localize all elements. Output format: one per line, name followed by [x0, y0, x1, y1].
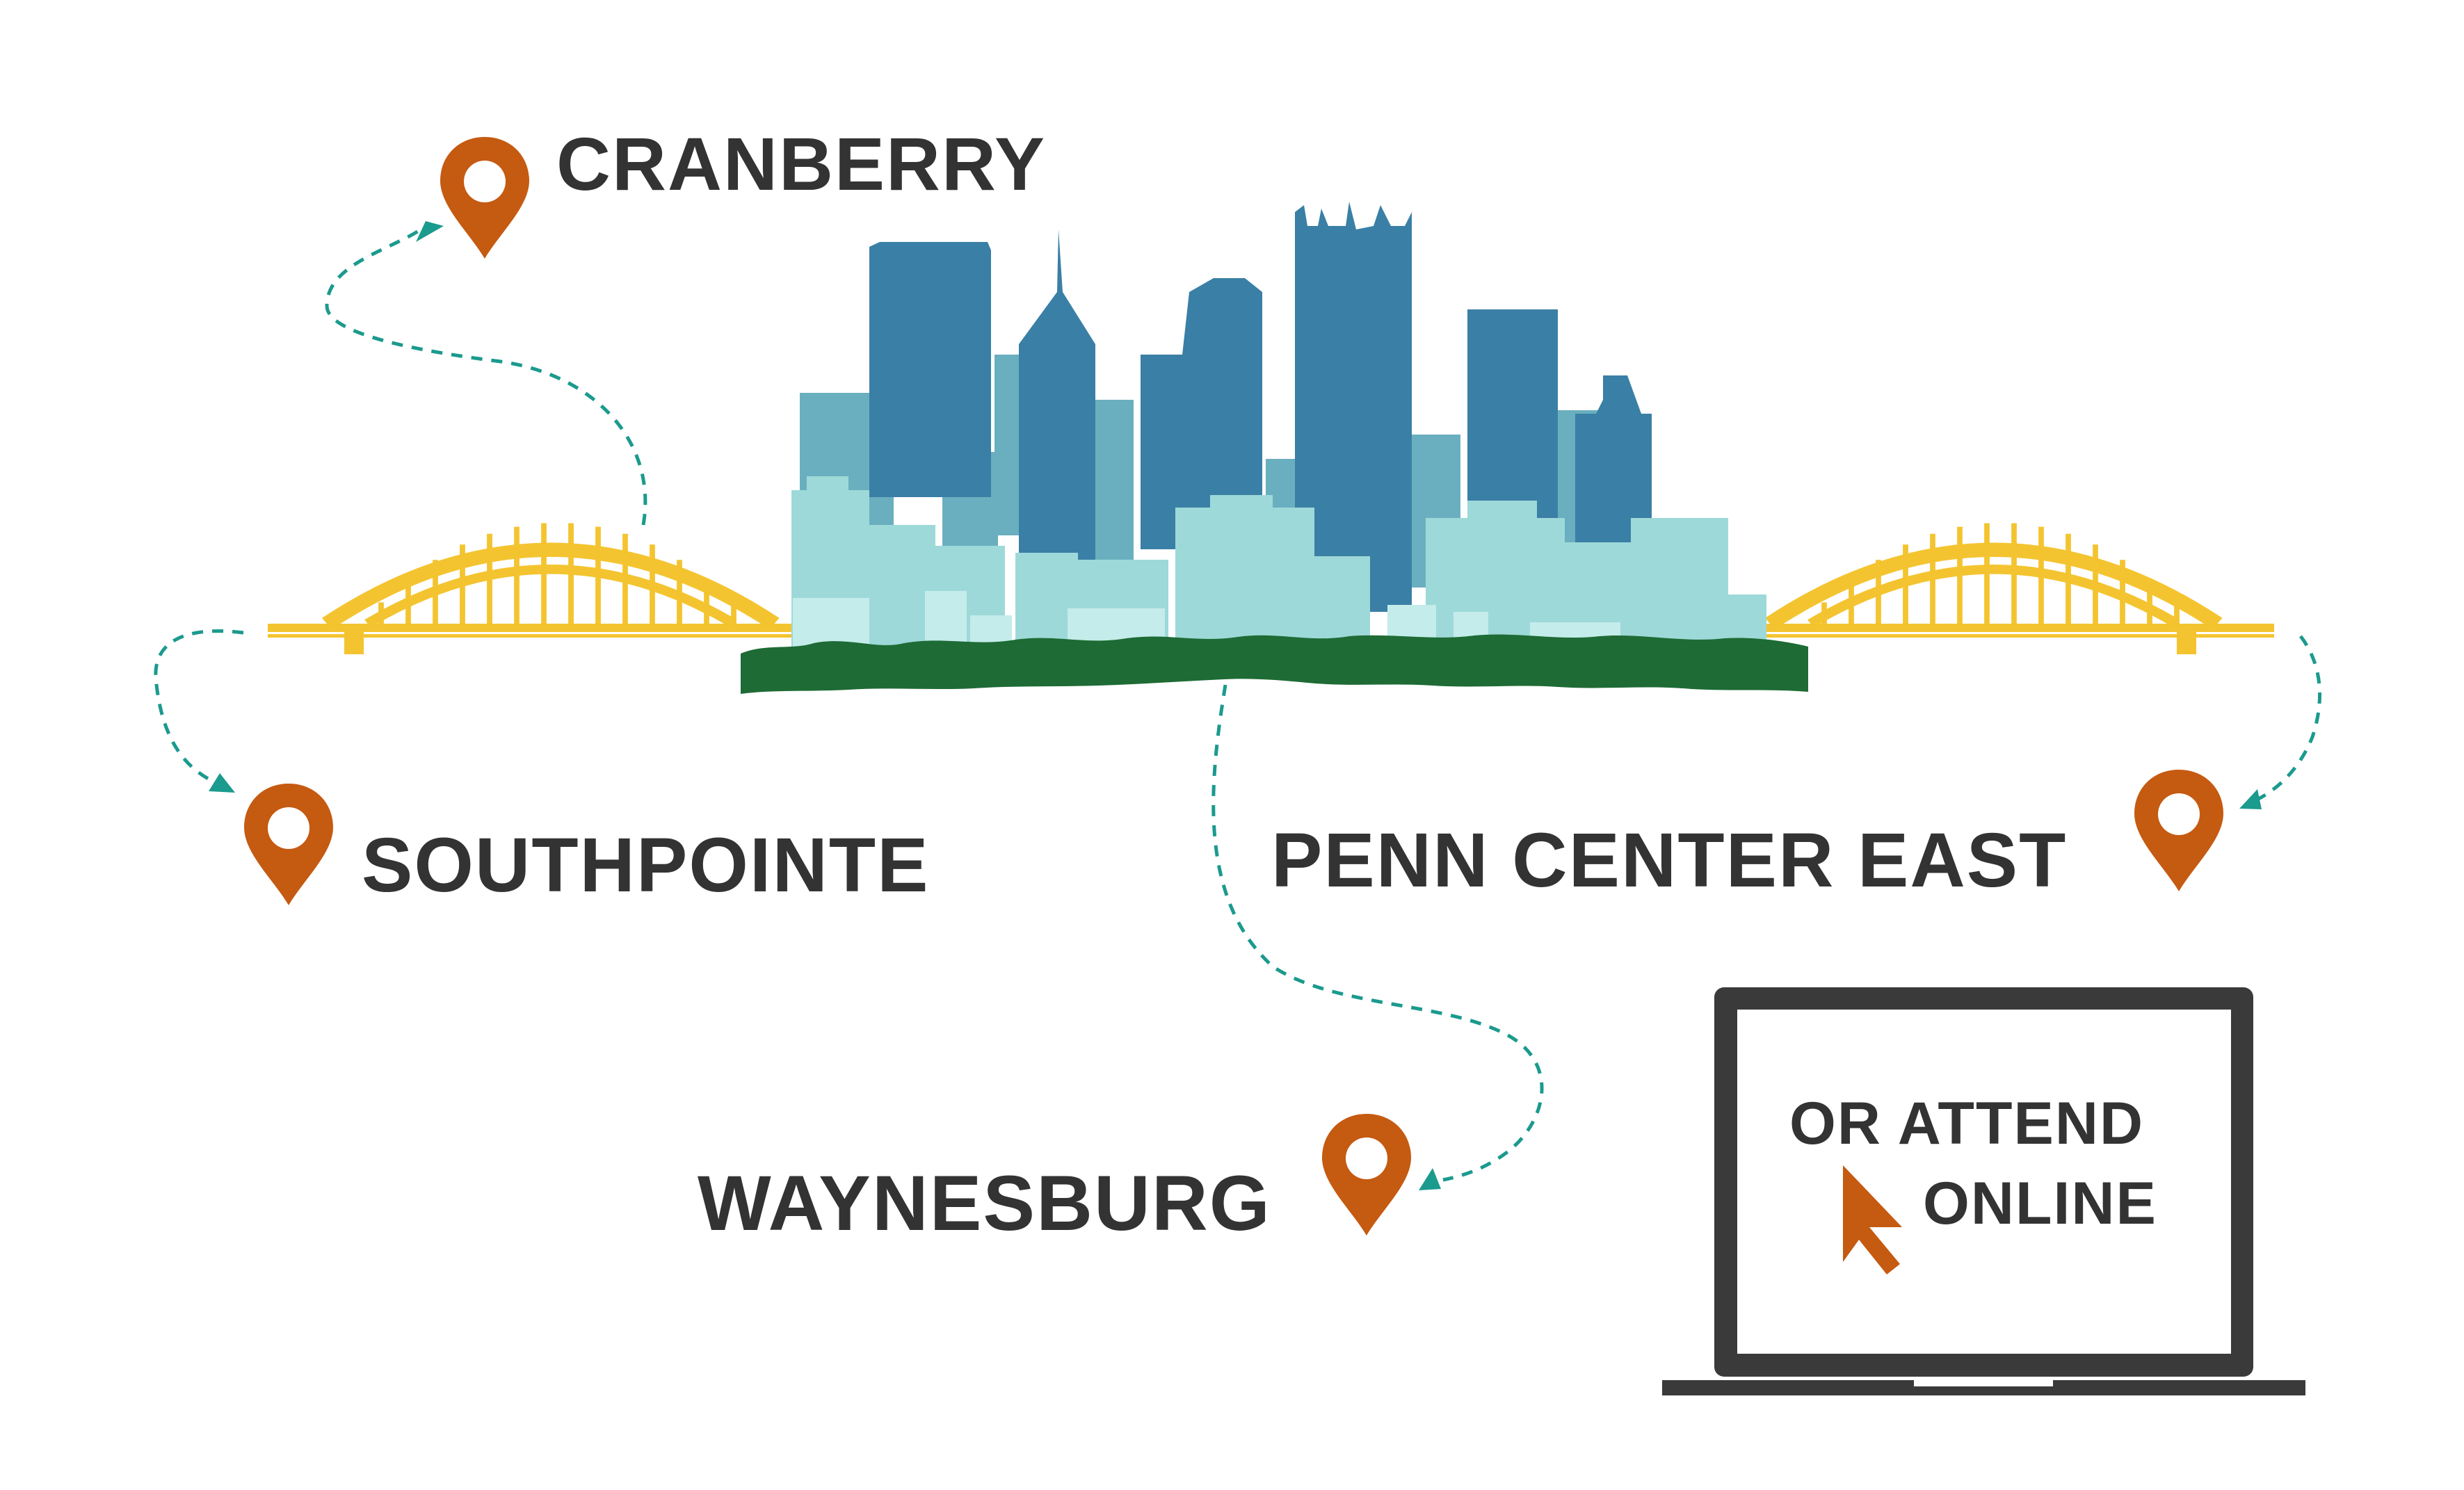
route-to-cranberry: [325, 227, 647, 526]
penn-center-east-map-pin-icon: [2134, 770, 2223, 891]
cranberry-label: CRANBERRY: [556, 122, 1047, 206]
waynesburg-map-pin-icon: [1322, 1114, 1411, 1236]
arrowhead-icon: [416, 221, 444, 242]
right-bridge-icon: [1753, 524, 2274, 654]
route-to-waynesburg: [1211, 684, 1544, 1182]
southpointe-label: SOUTHPOINTE: [362, 823, 930, 908]
penn-center-east-label: PENN CENTER EAST: [1271, 818, 2068, 903]
route-to-penn-center-east: [2249, 635, 2322, 805]
cursor-arrow-icon: [1843, 1165, 1902, 1274]
attend-online-line2: ONLINE: [1923, 1170, 2157, 1237]
route-arrowheads: [209, 221, 2262, 1190]
route-to-southpointe: [154, 629, 244, 788]
arrowhead-icon: [2239, 789, 2262, 809]
arrowhead-icon: [1419, 1168, 1441, 1190]
arrowhead-icon: [209, 773, 235, 793]
waynesburg-label: WAYNESBURG: [698, 1160, 1271, 1247]
skyline-icon: [741, 202, 1808, 694]
laptop-icon: [1662, 987, 2305, 1395]
cranberry-map-pin-icon: [440, 137, 529, 259]
attend-online-line1: OR ATTEND: [1789, 1090, 2145, 1157]
southpointe-map-pin-icon: [244, 784, 333, 905]
route-paths: [154, 227, 2322, 1182]
left-bridge-icon: [268, 524, 793, 654]
